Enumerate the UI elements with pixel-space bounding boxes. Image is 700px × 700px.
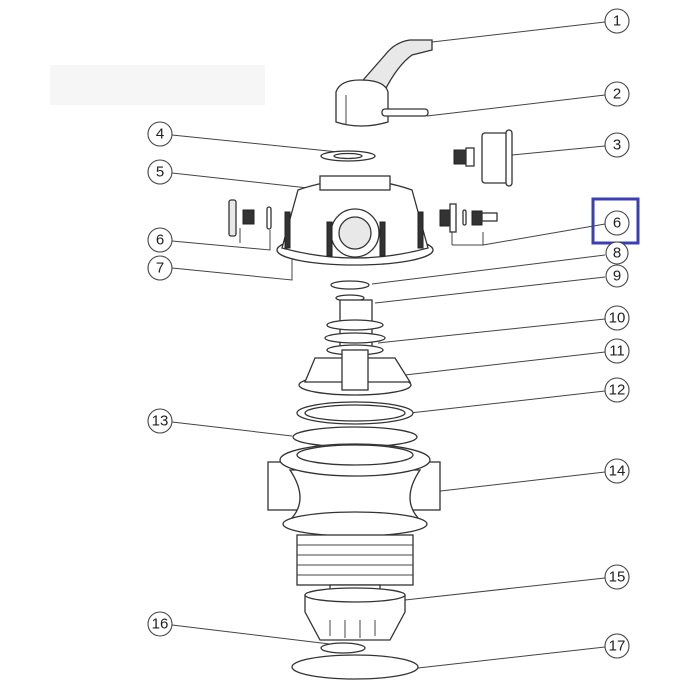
callout-16: 16 <box>147 611 173 637</box>
callout-label: 12 <box>609 382 626 399</box>
part-drain-plug-right <box>439 203 498 233</box>
callout-1: 1 <box>604 8 630 34</box>
callout-label: 6 <box>156 232 164 249</box>
callout-label: 8 <box>613 245 621 262</box>
part-spring-stem <box>324 299 386 356</box>
callout-label: 7 <box>156 260 164 277</box>
part-drain-plug-left <box>228 199 272 237</box>
part-handle <box>335 39 433 127</box>
callout-7: 7 <box>147 255 173 281</box>
callout-label: 9 <box>613 268 621 285</box>
callout-2: 2 <box>604 81 630 107</box>
callout-label: 3 <box>613 137 621 154</box>
callout-label: 6 <box>613 215 621 232</box>
callout-label: 14 <box>609 463 626 480</box>
callout-label: 10 <box>609 310 626 327</box>
part-washer-8 <box>330 280 370 290</box>
callout-5: 5 <box>147 159 173 185</box>
callout-13: 13 <box>147 408 173 434</box>
callout-14: 14 <box>604 458 630 484</box>
callout-label: 13 <box>152 413 169 430</box>
callout-4: 4 <box>147 121 173 147</box>
callout-label: 4 <box>156 126 164 143</box>
callout-6-left: 6 <box>147 227 173 253</box>
callout-label: 1 <box>613 13 621 30</box>
part-small-o-ring <box>320 642 366 654</box>
callout-label: 16 <box>152 616 169 633</box>
callout-label: 11 <box>609 343 625 360</box>
callout-label: 17 <box>609 638 626 655</box>
callout-label: 5 <box>156 164 164 181</box>
callout-15: 15 <box>604 564 630 590</box>
callout-12: 12 <box>604 377 630 403</box>
callout-6-right[interactable]: 6 <box>591 197 640 245</box>
callout-17: 17 <box>604 633 630 659</box>
callout-10: 10 <box>604 305 630 331</box>
part-valve-cover <box>276 175 434 266</box>
part-valve-body <box>267 443 441 598</box>
callout-8: 8 <box>605 241 629 265</box>
part-pin <box>381 108 429 117</box>
callout-3: 3 <box>604 132 630 158</box>
part-large-o-ring <box>291 654 419 680</box>
callout-label: 2 <box>613 86 621 103</box>
callout-11: 11 <box>604 338 630 364</box>
part-rotor <box>298 349 412 396</box>
callout-9: 9 <box>605 264 629 288</box>
blank-patch <box>50 65 265 105</box>
leader-lines <box>171 21 606 669</box>
part-pressure-gauge <box>453 129 513 187</box>
callout-label: 15 <box>609 569 626 586</box>
part-strainer <box>304 587 406 641</box>
